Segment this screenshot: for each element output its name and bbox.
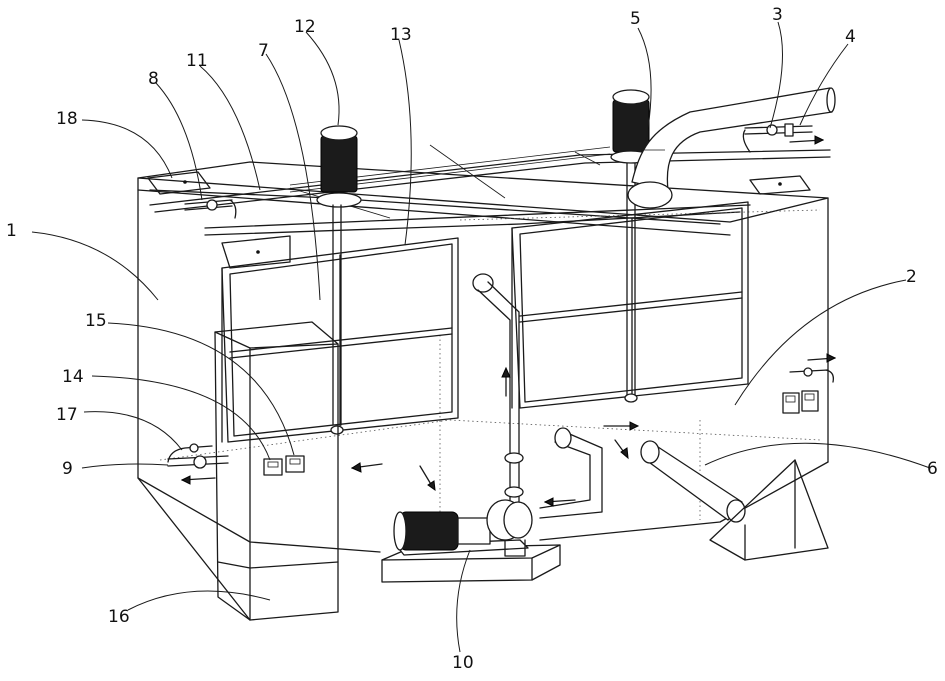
label-part-16: 16 <box>108 607 130 627</box>
sludge-box-left <box>214 321 339 621</box>
label-part-10: 10 <box>452 653 474 673</box>
label-part-1: 1 <box>6 221 17 241</box>
label-part-12: 12 <box>294 17 316 37</box>
left-mixer-motor <box>316 125 362 435</box>
instrument-boxes-right <box>782 390 819 414</box>
label-part-7: 7 <box>258 41 269 61</box>
label-part-3: 3 <box>772 5 783 25</box>
label-part-5: 5 <box>630 9 641 29</box>
instrument-boxes-left <box>263 455 305 476</box>
label-part-6: 6 <box>927 459 938 479</box>
sludge-box-right <box>709 459 829 561</box>
label-part-2: 2 <box>906 267 917 287</box>
exhaust-duct <box>627 87 836 209</box>
outlet-pipe <box>640 440 746 523</box>
label-part-9: 9 <box>62 459 73 479</box>
label-part-8: 8 <box>148 69 159 89</box>
riser-pipe <box>472 273 524 506</box>
label-part-11: 11 <box>186 51 208 71</box>
label-part-18: 18 <box>56 109 78 129</box>
top-channel <box>149 144 831 219</box>
return-pipe <box>539 427 603 519</box>
inlet-valve-right <box>742 123 825 153</box>
label-part-13: 13 <box>390 25 412 45</box>
part-labels: 1 2 3 4 5 6 7 8 9 10 11 12 13 14 15 16 1… <box>6 5 938 673</box>
label-part-14: 14 <box>62 367 84 387</box>
leader-lines <box>31 21 931 653</box>
flow-arrows <box>350 366 640 507</box>
left-screen-frame <box>221 235 459 443</box>
drain-valves <box>167 443 229 485</box>
label-part-4: 4 <box>845 27 856 47</box>
inlet-valve-left <box>184 199 237 219</box>
label-part-15: 15 <box>85 311 107 331</box>
pump-assembly <box>381 499 561 583</box>
side-valve-right <box>789 353 837 383</box>
label-part-17: 17 <box>56 405 78 425</box>
right-mixer-motor <box>610 89 652 403</box>
manhole-lids <box>147 171 811 254</box>
right-screen-frame <box>511 201 749 409</box>
